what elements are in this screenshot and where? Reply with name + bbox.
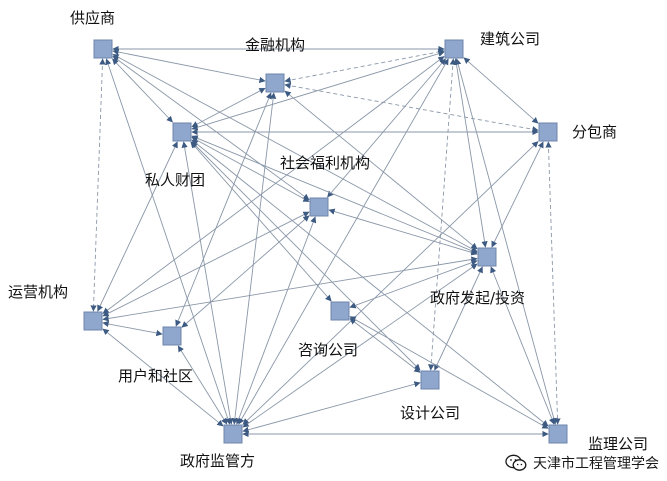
node-supplier: 供应商	[70, 9, 115, 59]
node-label-private: 私人财团	[145, 171, 205, 189]
edge-supplier-operator	[90, 58, 106, 312]
node-label-welfare: 社会福利机构	[280, 154, 370, 172]
node-box-finance	[265, 73, 285, 93]
edge-construction-subcontractor	[463, 57, 539, 124]
edge-welfare-government_invest	[328, 208, 478, 256]
edge-private-design	[191, 141, 421, 371]
node-operator: 运营机构	[8, 283, 103, 331]
node-box-subcontractor	[538, 122, 558, 142]
node-label-supplier: 供应商	[70, 9, 115, 27]
node-welfare: 社会福利机构	[280, 154, 370, 217]
node-box-users	[162, 326, 182, 346]
node-box-government_invest	[477, 247, 497, 267]
watermark: 天津市工程管理学会	[505, 453, 659, 473]
node-label-operator: 运营机构	[8, 283, 68, 301]
edge-supplier-government_invest	[112, 54, 478, 252]
edge-finance-private	[191, 87, 266, 128]
edge-government_invest-operator	[102, 256, 478, 322]
edge-construction-government_invest	[453, 58, 488, 248]
node-finance: 金融机构	[245, 36, 305, 93]
node-label-users: 用户和社区	[118, 367, 193, 385]
edge-welfare-users	[181, 215, 310, 328]
node-label-subcontractor: 分包商	[572, 123, 617, 141]
node-box-supervision	[548, 424, 568, 444]
node-box-welfare	[309, 197, 329, 217]
node-government_invest: 政府发起/投资	[430, 247, 525, 307]
edge-subcontractor-government_invest	[491, 141, 544, 248]
node-label-government_invest: 政府发起/投资	[430, 289, 525, 307]
edge-supplier-private	[112, 58, 173, 123]
node-users: 用户和社区	[118, 326, 193, 385]
edge-subcontractor-supervision	[545, 141, 561, 425]
edge-supplier-finance	[112, 48, 266, 84]
edges	[90, 45, 561, 438]
node-label-design: 设计公司	[400, 404, 460, 422]
wechat-icon	[505, 454, 527, 471]
node-box-construction	[444, 39, 464, 59]
node-label-consulting: 咨询公司	[298, 341, 358, 359]
node-label-construction: 建筑公司	[480, 30, 540, 48]
node-private: 私人财团	[145, 122, 205, 189]
edge-construction-private	[191, 50, 445, 131]
node-box-supplier	[93, 39, 113, 59]
node-box-regulator	[223, 424, 243, 444]
node-label-regulator: 政府监管方	[180, 452, 255, 470]
node-box-design	[420, 370, 440, 390]
watermark-text: 天津市工程管理学会	[533, 456, 659, 472]
node-box-consulting	[330, 301, 350, 321]
node-label-supervision: 监理公司	[588, 435, 648, 453]
node-design: 设计公司	[400, 370, 460, 422]
edge-finance-regulator	[231, 92, 277, 425]
node-subcontractor: 分包商	[538, 122, 617, 142]
node-box-operator	[83, 311, 103, 331]
edge-construction-regulator	[238, 58, 449, 425]
edge-welfare-operator	[102, 211, 310, 317]
node-label-finance: 金融机构	[245, 36, 305, 54]
edge-operator-users	[102, 320, 163, 337]
node-regulator: 政府监管方	[180, 424, 255, 470]
edge-construction-design	[427, 58, 457, 371]
edge-design-regulator	[242, 381, 421, 433]
node-construction: 建筑公司	[444, 30, 540, 59]
edge-private-operator	[97, 141, 178, 312]
edge-construction-supervision	[455, 58, 557, 425]
node-box-private	[172, 122, 192, 142]
node-supervision: 监理公司	[548, 424, 648, 453]
edge-consulting-supervision	[349, 316, 549, 429]
edge-construction-welfare	[327, 58, 446, 198]
edge-users-regulator	[177, 345, 228, 425]
node-consulting: 咨询公司	[298, 301, 358, 359]
